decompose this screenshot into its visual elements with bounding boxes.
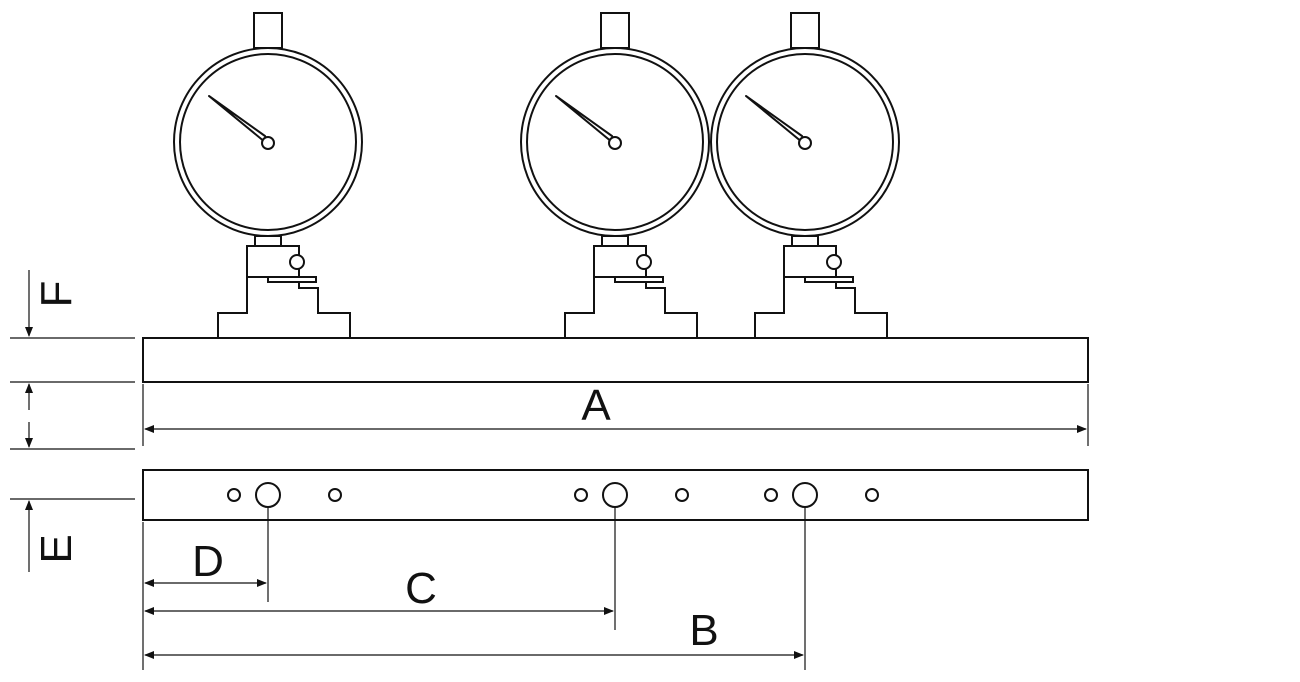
dial-gauge [173,12,363,339]
small-hole [865,488,879,502]
small-hole [764,488,778,502]
gauge-pivot [261,136,275,150]
label-f: F [32,281,81,308]
gauge-stem [253,12,283,49]
clamp-slot [614,276,664,283]
large-hole [792,482,818,508]
gauge-stem [600,12,630,49]
clamp-screw [289,254,305,270]
clamp-screw [826,254,842,270]
dial-gauges [173,12,900,339]
small-hole [675,488,689,502]
gauge-stand [754,277,888,339]
dimension-b [144,508,806,670]
label-a: A [581,381,611,430]
small-hole [574,488,588,502]
label-d: D [192,537,224,586]
gauge-dial-face [716,53,894,231]
gauge-pivot [798,136,812,150]
label-b: B [689,606,718,655]
gauge-neck [791,235,819,247]
clamp-slot [804,276,854,283]
small-hole [227,488,241,502]
dimension-e [10,422,135,572]
base-bar-side-view [142,337,1089,383]
dimension-a [142,384,1089,446]
dial-gauge [520,12,710,339]
small-hole [328,488,342,502]
clamp-slot [267,276,317,283]
mounting-holes [227,482,879,508]
gauge-neck [601,235,629,247]
gauge-stand [217,277,351,339]
dimension-f [10,270,135,410]
label-c: C [405,564,437,613]
large-hole [602,482,628,508]
dial-gauge [710,12,900,339]
dimension-c [144,508,616,630]
gauge-pivot [608,136,622,150]
dimension-d [142,508,269,670]
large-hole [255,482,281,508]
gauge-dial-face [179,53,357,231]
gauge-neck [254,235,282,247]
gauge-dial-face [526,53,704,231]
label-e: E [32,534,81,563]
clamp-screw [636,254,652,270]
gauge-stand [564,277,698,339]
gauge-stem [790,12,820,49]
